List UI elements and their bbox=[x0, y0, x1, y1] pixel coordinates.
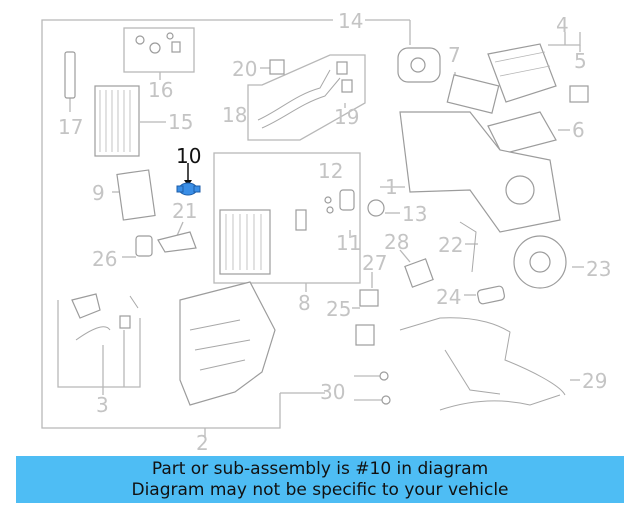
callout-26: 26 bbox=[92, 247, 117, 271]
callout-27: 27 bbox=[362, 251, 387, 275]
callout-14: 14 bbox=[338, 9, 363, 33]
callout-10-highlighted: 10 bbox=[176, 144, 201, 168]
callout-22: 22 bbox=[438, 233, 463, 257]
banner-line-1: Part or sub-assembly is #10 in diagram bbox=[151, 458, 489, 479]
callout-25: 25 bbox=[326, 297, 351, 321]
callout-19: 19 bbox=[334, 105, 359, 129]
callout-24: 24 bbox=[436, 285, 461, 309]
callout-2: 2 bbox=[196, 431, 209, 452]
parts-diagram: 1 2 3 4 5 6 7 8 9 10 11 12 13 14 15 16 1… bbox=[41, 9, 611, 452]
part-sketches bbox=[64, 32, 589, 411]
callout-numbers: 1 2 3 4 5 6 7 8 9 10 11 12 13 14 15 16 1… bbox=[58, 9, 611, 452]
banner-line-2: Diagram may not be specific to your vehi… bbox=[131, 479, 509, 500]
callout-23: 23 bbox=[586, 257, 611, 281]
callout-21: 21 bbox=[172, 199, 197, 223]
callout-6: 6 bbox=[572, 118, 585, 142]
part-10-highlighted bbox=[176, 163, 201, 196]
callout-8: 8 bbox=[298, 291, 311, 315]
callout-1: 1 bbox=[385, 175, 398, 199]
assembly-bracket-lines bbox=[41, 19, 584, 438]
callout-12: 12 bbox=[318, 159, 343, 183]
callout-17: 17 bbox=[58, 115, 83, 139]
callout-3: 3 bbox=[96, 393, 109, 417]
callout-28: 28 bbox=[384, 230, 409, 254]
callout-9: 9 bbox=[92, 181, 105, 205]
info-banner: Part or sub-assembly is #10 in diagram D… bbox=[16, 456, 624, 503]
callout-20: 20 bbox=[232, 57, 257, 81]
callout-15: 15 bbox=[168, 110, 193, 134]
callout-5: 5 bbox=[574, 49, 587, 73]
callout-30: 30 bbox=[320, 380, 345, 404]
callout-4: 4 bbox=[556, 13, 569, 37]
callout-16: 16 bbox=[148, 78, 173, 102]
callout-13: 13 bbox=[402, 202, 427, 226]
callout-7: 7 bbox=[448, 43, 461, 67]
callout-29: 29 bbox=[582, 369, 607, 393]
callout-11: 11 bbox=[336, 231, 361, 255]
callout-18: 18 bbox=[222, 103, 247, 127]
